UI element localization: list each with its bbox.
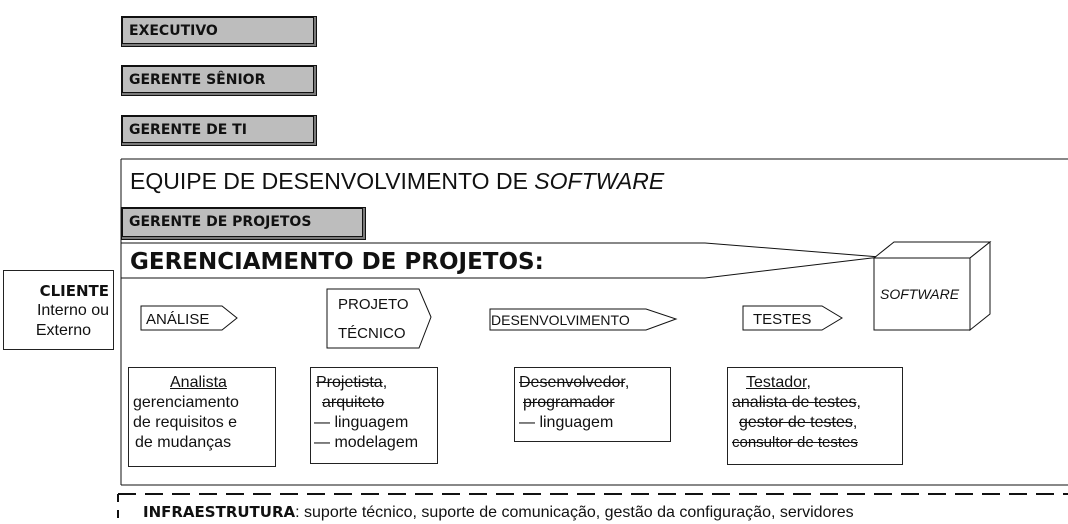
team-title-prefix: EQUIPE DE DESENVOLVIMENTO DE xyxy=(130,168,535,194)
gerente-senior-label: GERENTE SÊNIOR xyxy=(122,66,314,93)
cliente-line2: Externo xyxy=(35,322,91,339)
testador-l3-suffix: , xyxy=(852,414,858,431)
analista-box: Analista gerenciamento de requisitos e d… xyxy=(128,367,276,467)
projetista-l3: — linguagem xyxy=(314,414,409,431)
cliente-title: CLIENTE xyxy=(39,282,109,300)
desenvolvedor-l1-suffix: , xyxy=(624,374,630,391)
testador-l2-suffix: , xyxy=(856,394,861,411)
phase-desenvolvimento: DESENVOLVIMENTO xyxy=(491,312,630,328)
gerente-senior-box: GERENTE SÊNIOR xyxy=(121,65,317,96)
desenvolvedor-box: Desenvolvedor, programador — linguagem xyxy=(514,367,671,442)
projetista-l1-row: Projetista, xyxy=(314,373,437,393)
infra-description: : suporte técnico, suporte de comunicaçã… xyxy=(295,504,854,521)
testador-l3-row: gestor de testes, xyxy=(732,413,902,433)
testador-l4: consultor de testes xyxy=(732,434,858,451)
executivo-box: EXECUTIVO xyxy=(121,16,317,47)
testador-l2: analista de testes xyxy=(732,394,857,411)
analista-l2: gerenciamento xyxy=(133,394,239,411)
gerente-projetos-label: GERENTE DE PROJETOS xyxy=(122,208,363,237)
desenvolvedor-l1: Desenvolvedor xyxy=(519,374,625,391)
projetista-l2: arquiteto xyxy=(322,394,385,411)
desenvolvedor-l2: programador xyxy=(523,394,615,411)
management-heading: GERENCIAMENTO DE PROJETOS: xyxy=(130,249,544,275)
testador-l1-suffix: , xyxy=(806,374,811,391)
projetista-l1-suffix: , xyxy=(382,374,388,391)
testador-l1: Testador xyxy=(746,374,807,391)
phase-projeto-l2: TÉCNICO xyxy=(338,325,406,342)
projetista-box: Projetista, arquiteto — linguagem — mode… xyxy=(310,367,438,464)
gerente-ti-box: GERENTE DE TI xyxy=(121,115,317,146)
infra-text: INFRAESTRUTURA: suporte técnico, suporte… xyxy=(143,503,854,522)
testador-l3: gestor de testes xyxy=(739,414,853,431)
phase-projeto-l1: PROJETO xyxy=(338,296,409,313)
desenvolvedor-l1-row: Desenvolvedor, xyxy=(519,373,670,393)
executivo-label: EXECUTIVO xyxy=(122,17,314,44)
analista-l3: de requisitos e xyxy=(133,414,238,431)
analista-l1: Analista xyxy=(170,374,227,391)
cliente-line1: Interno ou xyxy=(36,302,109,319)
phase-testes: TESTES xyxy=(753,311,812,328)
testador-box: Testador, analista de testes, gestor de … xyxy=(727,367,903,465)
projetista-l1: Projetista xyxy=(316,374,383,391)
team-title-italic: SOFTWARE xyxy=(534,168,665,194)
cliente-box: CLIENTE Interno ou Externo xyxy=(3,270,114,350)
projetista-l4: — modelagem xyxy=(314,434,419,451)
gerente-ti-label: GERENTE DE TI xyxy=(122,116,314,143)
analista-l4: de mudanças xyxy=(135,434,232,451)
software-label: SOFTWARE xyxy=(880,286,960,302)
team-title: EQUIPE DE DESENVOLVIMENTO DE SOFTWARE xyxy=(130,168,664,195)
gerente-projetos-box: GERENTE DE PROJETOS xyxy=(121,207,366,240)
desenvolvedor-l3: — linguagem xyxy=(519,414,614,431)
testador-l1-row: Testador, xyxy=(732,373,902,393)
infra-label: INFRAESTRUTURA xyxy=(143,503,296,521)
testador-l2-row: analista de testes, xyxy=(732,393,902,413)
phase-analise: ANÁLISE xyxy=(146,311,210,328)
